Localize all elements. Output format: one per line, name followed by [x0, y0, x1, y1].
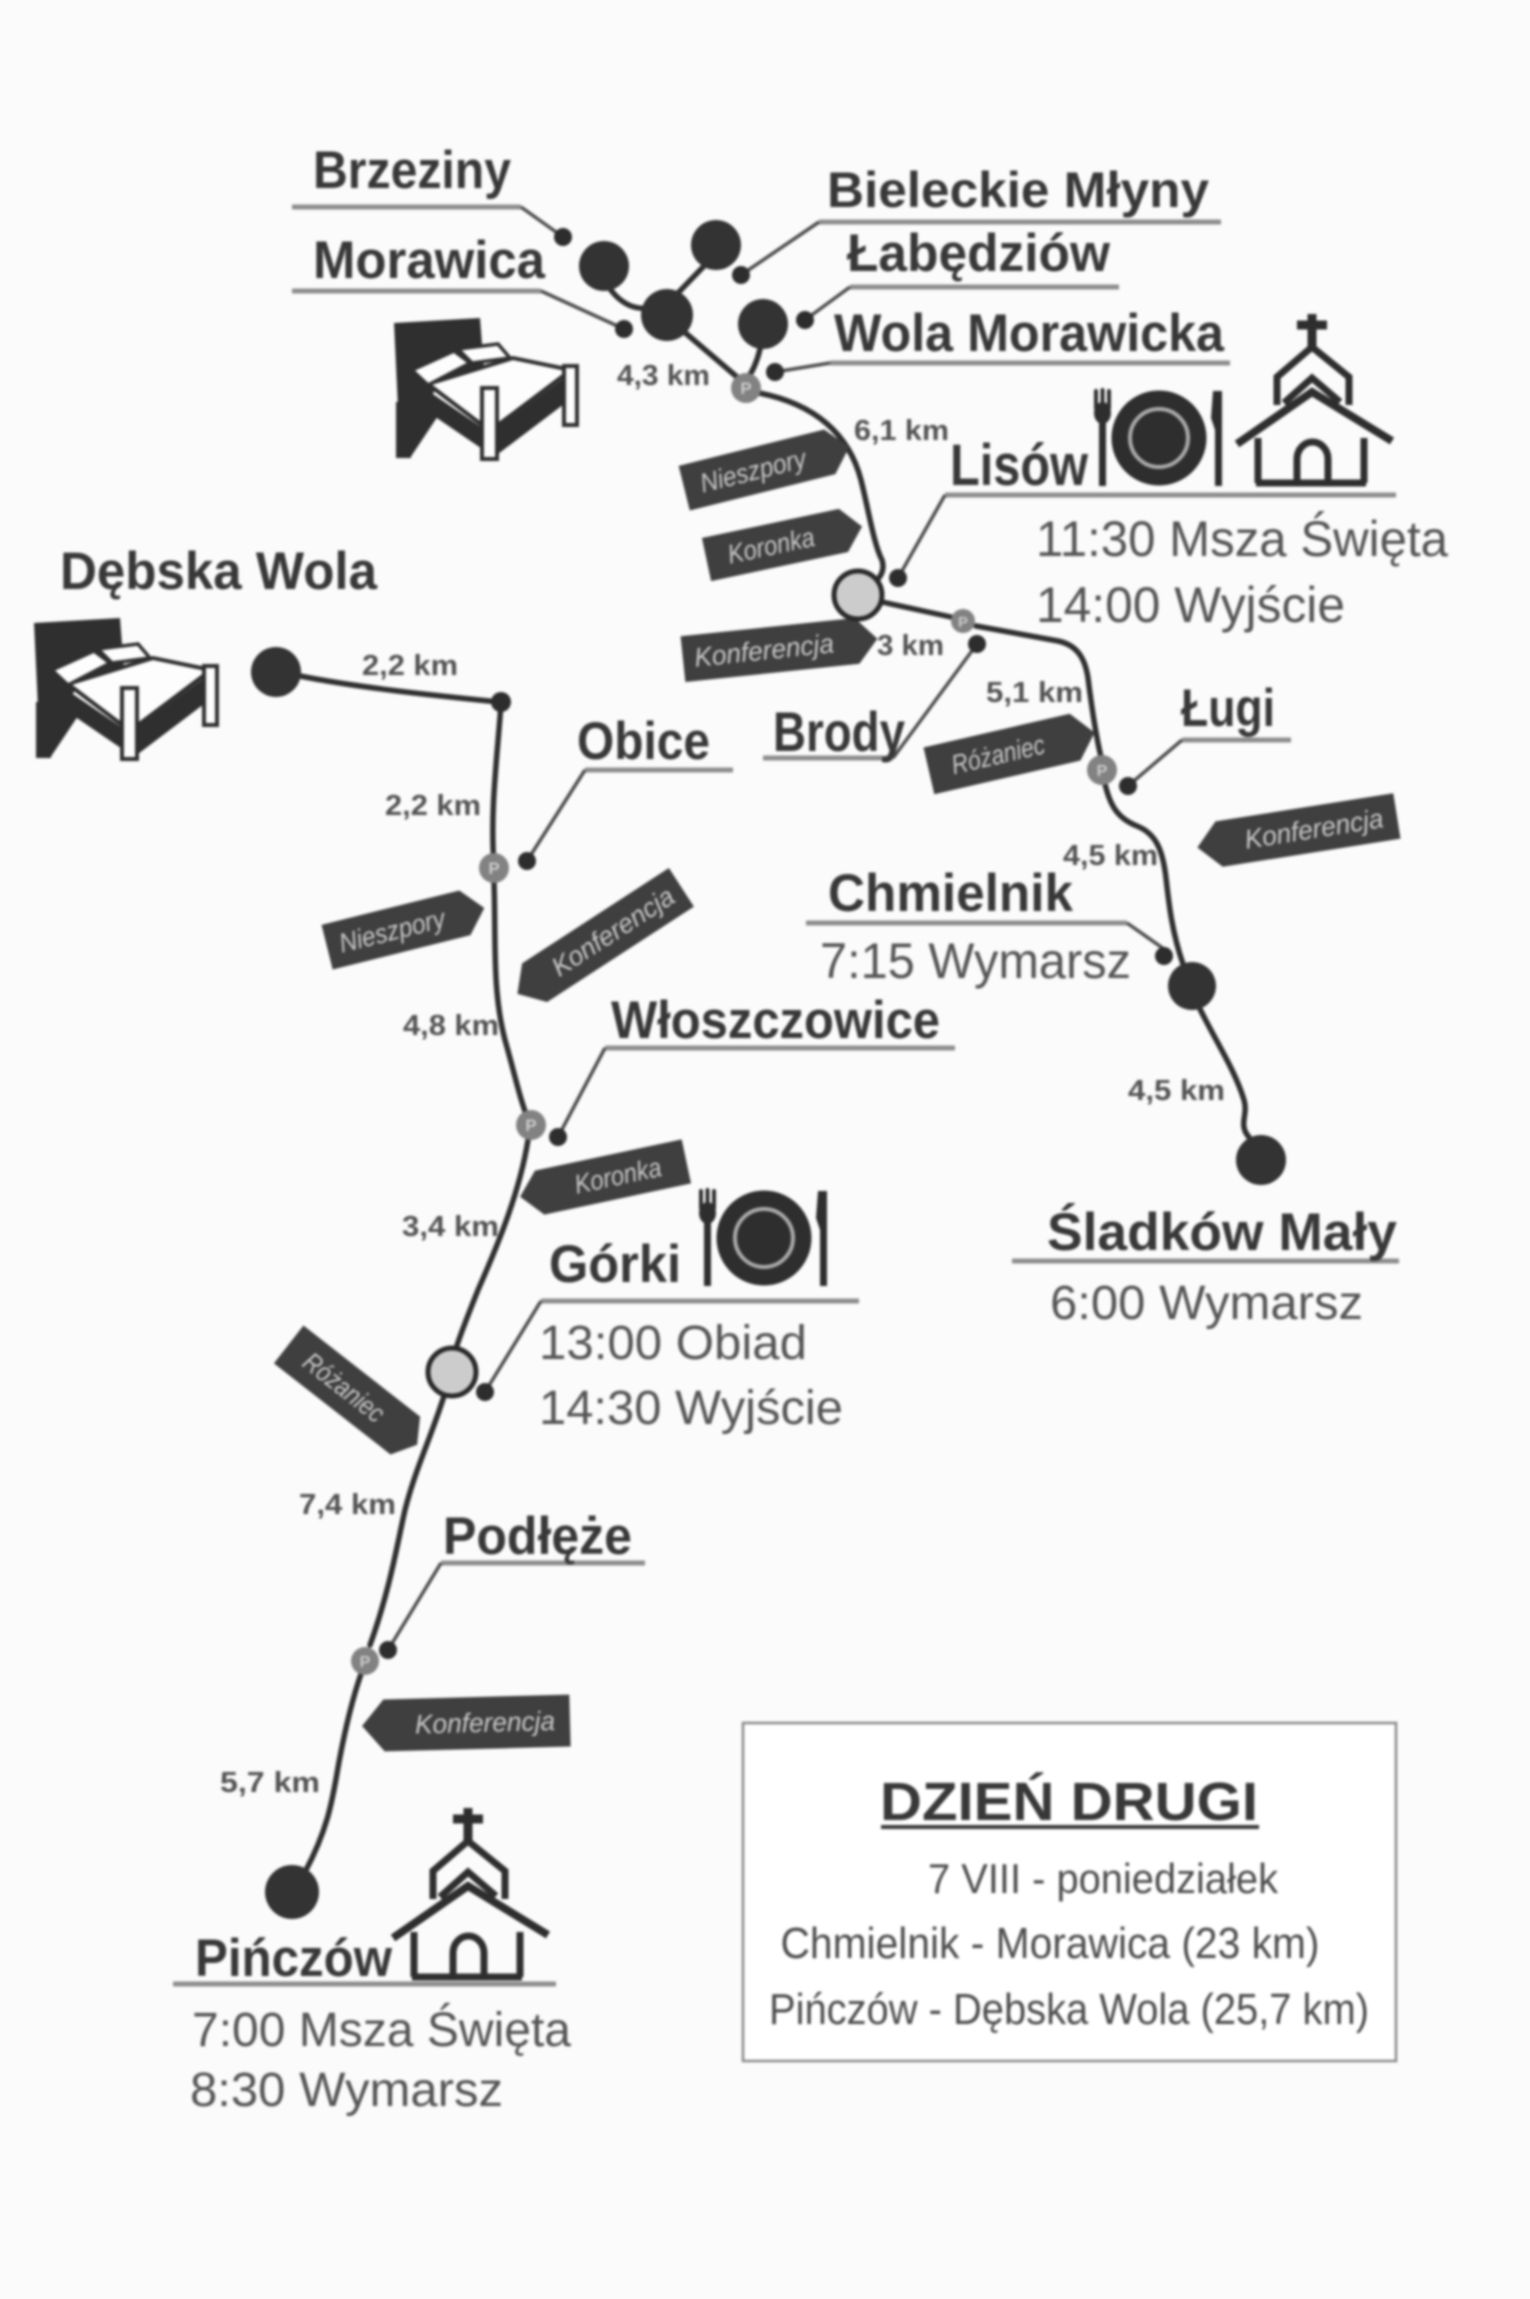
- svg-text:7 VIII - poniedziałek: 7 VIII - poniedziałek: [928, 1855, 1279, 1902]
- svg-text:6,1 km: 6,1 km: [854, 415, 949, 447]
- svg-text:Brody: Brody: [773, 700, 905, 763]
- svg-text:2,2 km: 2,2 km: [385, 790, 481, 822]
- svg-text:Lisów: Lisów: [950, 433, 1089, 498]
- svg-text:6:00 Wymarsz: 6:00 Wymarsz: [1050, 1277, 1363, 1330]
- svg-text:P: P: [525, 1116, 536, 1135]
- svg-text:13:00 Obiad: 13:00 Obiad: [539, 1317, 807, 1370]
- svg-text:3,4 km: 3,4 km: [402, 1211, 499, 1243]
- svg-text:Brzeziny: Brzeziny: [313, 141, 511, 200]
- svg-text:DZIEŃ DRUGI: DZIEŃ DRUGI: [880, 1772, 1258, 1832]
- svg-text:11:30 Msza Święta: 11:30 Msza Święta: [1036, 510, 1448, 567]
- svg-text:Śladków Mały: Śladków Mały: [1047, 1202, 1398, 1262]
- svg-text:4,3 km: 4,3 km: [617, 360, 710, 392]
- svg-text:Konferencja: Konferencja: [415, 1706, 556, 1740]
- svg-text:14:30 Wyjście: 14:30 Wyjście: [539, 1382, 843, 1435]
- svg-text:P: P: [958, 614, 968, 631]
- svg-text:5,1 km: 5,1 km: [986, 677, 1083, 709]
- svg-text:4,5 km: 4,5 km: [1063, 840, 1158, 872]
- svg-text:7,4 km: 7,4 km: [299, 1489, 396, 1521]
- svg-text:Dębska Wola: Dębska Wola: [60, 542, 378, 601]
- svg-text:7:00 Msza Święta: 7:00 Msza Święta: [192, 2002, 571, 2057]
- svg-text:Włoszczowice: Włoszczowice: [611, 991, 940, 1050]
- svg-text:4,5 km: 4,5 km: [1128, 1075, 1225, 1107]
- svg-text:Bieleckie Młyny: Bieleckie Młyny: [827, 162, 1209, 218]
- svg-text:P: P: [740, 379, 751, 398]
- svg-text:Morawica: Morawica: [313, 231, 546, 290]
- svg-text:7:15 Wymarsz: 7:15 Wymarsz: [820, 933, 1131, 989]
- svg-text:P: P: [1097, 763, 1108, 780]
- svg-text:Łabędziów: Łabędziów: [847, 224, 1111, 283]
- svg-text:Podłęże: Podłęże: [443, 1507, 632, 1566]
- svg-text:3 km: 3 km: [877, 630, 944, 662]
- svg-text:Obice: Obice: [577, 712, 710, 771]
- svg-text:P: P: [360, 1654, 371, 1671]
- svg-text:Wola Morawicka: Wola Morawicka: [834, 304, 1224, 363]
- svg-text:P: P: [488, 859, 499, 878]
- svg-text:Chmielnik - Morawica (23 km): Chmielnik - Morawica (23 km): [781, 1919, 1320, 1968]
- svg-text:2,2 km: 2,2 km: [362, 650, 458, 682]
- svg-text:Chmielnik: Chmielnik: [828, 864, 1074, 923]
- svg-text:Ługi: Ługi: [1181, 679, 1275, 738]
- svg-text:Górki: Górki: [549, 1235, 681, 1294]
- svg-text:Pińczów - Dębska Wola (25,7 km: Pińczów - Dębska Wola (25,7 km): [769, 1985, 1369, 2034]
- svg-text:Pińczów: Pińczów: [195, 1929, 393, 1988]
- svg-text:8:30 Wymarsz: 8:30 Wymarsz: [190, 2064, 503, 2117]
- svg-text:14:00 Wyjście: 14:00 Wyjście: [1036, 577, 1345, 633]
- svg-text:5,7 km: 5,7 km: [220, 1767, 320, 1799]
- svg-text:4,8 km: 4,8 km: [403, 1010, 499, 1042]
